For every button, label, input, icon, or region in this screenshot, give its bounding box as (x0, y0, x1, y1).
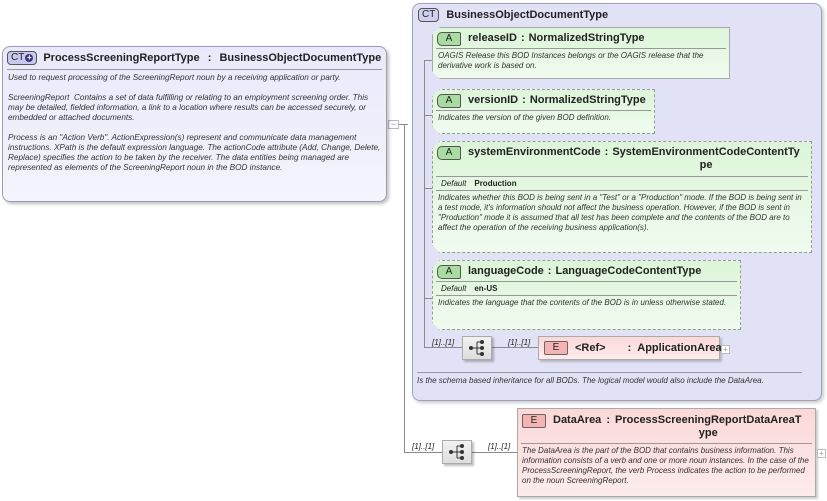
attribute-type: SystemEnvironmentCodeContentTy pe (612, 146, 799, 172)
connector-line (472, 452, 518, 453)
attribute-name-text: releaseID (468, 32, 517, 44)
type-separator: : (207, 52, 212, 64)
attribute-version-id[interactable]: A versionID:NormalizedStringType Indicat… (432, 89, 655, 134)
attribute-name: releaseID:NormalizedStringType (468, 32, 645, 44)
default-row: Default en-US (436, 281, 737, 295)
connector-line (424, 298, 434, 299)
divider (436, 110, 651, 111)
sequence-multiplicity: [1]..[1] (432, 338, 455, 347)
attribute-documentation: Indicates the language that the contents… (438, 298, 727, 307)
attribute-type: LanguageCodeContentType (555, 265, 702, 277)
attribute-badge: A (437, 146, 461, 160)
element-badge: E (522, 414, 546, 428)
divider (417, 372, 802, 373)
divider (436, 295, 737, 296)
type-name: ProcessScreeningReportType (43, 52, 200, 64)
divider (521, 443, 812, 444)
sequence-compositor[interactable] (462, 336, 492, 360)
attribute-language-code[interactable]: A languageCode:LanguageCodeContentType D… (432, 260, 741, 330)
element-documentation: The DataArea is the part of the BOD that… (522, 446, 812, 485)
default-row: Default Production (436, 176, 808, 190)
expand-icon[interactable]: + (817, 449, 826, 458)
base-type-title: BusinessObjectDocumentType (446, 9, 609, 21)
attribute-type: NormalizedStringType (528, 32, 645, 44)
attribute-release-id[interactable]: A releaseID:NormalizedStringType OAGIS R… (432, 27, 730, 79)
default-value: en-US (474, 284, 498, 293)
connector-line (424, 60, 434, 61)
complex-type-badge: CT + (7, 51, 38, 65)
attribute-type-line1: SystemEnvironmentCodeContentTy (612, 146, 800, 158)
attribute-badge: A (437, 94, 461, 108)
complex-type-badge: CT (418, 8, 440, 22)
element-type: ApplicationArea (637, 341, 722, 354)
sequence-compositor[interactable] (442, 440, 472, 464)
complex-type-process-screening-report: CT + ProcessScreeningReportType : Busine… (2, 46, 387, 202)
default-value: Production (474, 179, 517, 188)
attribute-type: NormalizedStringType (529, 94, 646, 106)
expand-icon[interactable]: + (721, 345, 730, 354)
complex-type-badge-label: CT (11, 52, 25, 63)
element-type-line2: ype (698, 427, 718, 439)
attribute-documentation: OAGIS Release this BOD Instances belongs… (438, 51, 706, 70)
element-multiplicity: [1]..[1] (488, 442, 511, 451)
attribute-name-text: systemEnvironmentCode (468, 146, 601, 158)
connector-line (404, 452, 444, 453)
connector-line (424, 347, 462, 348)
sequence-multiplicity: [1]..[1] (412, 442, 435, 451)
connector-line (424, 188, 434, 189)
attribute-documentation: Indicates whether this BOD is being sent… (438, 193, 804, 232)
connector-line (398, 124, 408, 125)
attribute-system-environment-code[interactable]: A systemEnvironmentCode: SystemEnvironme… (432, 141, 812, 253)
element-multiplicity: [1]..[1] (508, 338, 531, 347)
default-label: Default (441, 284, 467, 293)
attribute-name: systemEnvironmentCode: SystemEnvironment… (468, 146, 800, 172)
sequence-icon (469, 340, 484, 356)
divider (436, 190, 808, 191)
extension-plus-icon: + (25, 53, 34, 62)
element-badge: E (544, 341, 568, 355)
sequence-icon (449, 444, 464, 460)
base-type-name: BusinessObjectDocumentType (219, 52, 382, 64)
default-label: Default (441, 179, 467, 188)
element-application-area[interactable]: E <Ref>:ApplicationArea (538, 336, 722, 360)
attribute-type-line2: pe (699, 159, 713, 171)
base-type-documentation: Is the schema based inheritance for all … (417, 376, 764, 385)
attribute-name: languageCode:LanguageCodeContentType (468, 265, 702, 277)
attribute-name: versionID:NormalizedStringType (468, 94, 646, 106)
attribute-name-text: versionID (468, 94, 519, 106)
element-header: E DataArea: ProcessScreeningReportDataAr… (518, 409, 815, 443)
connector-line (424, 60, 425, 347)
connector-line (404, 124, 405, 453)
element-type-line1: ProcessScreeningReportDataAreaT (614, 414, 802, 426)
connector-line (492, 347, 538, 348)
attribute-badge: A (437, 265, 461, 279)
type-documentation: Used to request processing of the Screen… (8, 73, 381, 172)
divider (7, 69, 382, 70)
connector-line (424, 115, 434, 116)
attribute-name-text: languageCode (468, 265, 544, 277)
element-name: DataArea: ProcessScreeningReportDataArea… (553, 414, 802, 440)
complex-type-title: ProcessScreeningReportType : BusinessObj… (43, 52, 381, 64)
element-name: <Ref>:ApplicationArea (575, 341, 722, 354)
attribute-badge: A (437, 32, 461, 46)
element-type: ProcessScreeningReportDataAreaT ype (615, 414, 801, 440)
element-name-text: DataArea (553, 414, 602, 426)
element-ref: <Ref> (575, 341, 606, 354)
divider (436, 48, 726, 49)
element-data-area[interactable]: E DataArea: ProcessScreeningReportDataAr… (517, 408, 816, 497)
collapse-toggle[interactable]: − (388, 120, 399, 129)
attribute-documentation: Indicates the version of the given BOD d… (438, 113, 611, 122)
